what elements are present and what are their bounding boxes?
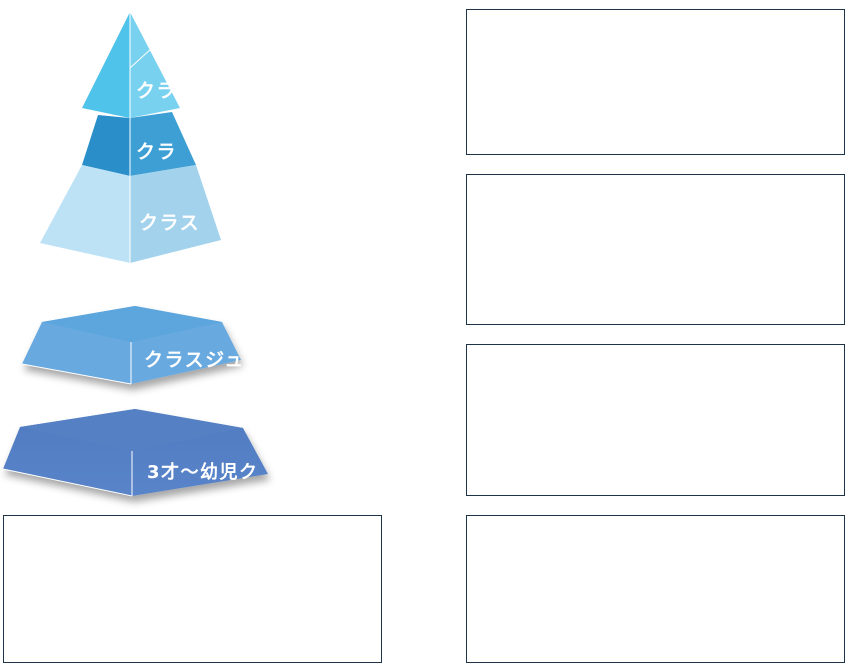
text-box-upper-right[interactable] (466, 174, 845, 325)
lower-block-label: 3才〜幼児ク (147, 461, 259, 483)
lower-block-top (20, 409, 243, 451)
upper-block-top (42, 306, 222, 342)
pyramid-bottom-tier (40, 165, 221, 263)
pyramid-middle-left-face (82, 115, 130, 176)
text-box-bottom-left[interactable] (3, 515, 382, 663)
pyramid-middle-label: クラ (136, 141, 177, 163)
upper-block-edge-line (21, 363, 132, 385)
pyramid-bottom-left-face (40, 165, 130, 263)
lower-block (3, 409, 268, 496)
pyramid-top-right-face (130, 12, 180, 118)
upper-block-label: クラスジュ (144, 349, 245, 371)
lower-block-edge-line (2, 468, 133, 497)
pyramid-top-tier (82, 12, 180, 118)
pyramid-top-edge-line (129, 47, 153, 69)
pyramid-bottom-label: クラス (139, 212, 200, 234)
pyramid-middle-tier (82, 112, 196, 176)
text-box-bottom-right[interactable] (466, 515, 845, 663)
text-box-lower-right[interactable] (466, 344, 845, 496)
pyramid-top-label: クラ (136, 80, 177, 102)
pyramid-middle-right-face (130, 112, 196, 176)
text-box-top-right[interactable] (466, 9, 845, 155)
pyramid-bottom-right-face (130, 165, 221, 263)
pyramid-top-left-face (82, 12, 130, 118)
